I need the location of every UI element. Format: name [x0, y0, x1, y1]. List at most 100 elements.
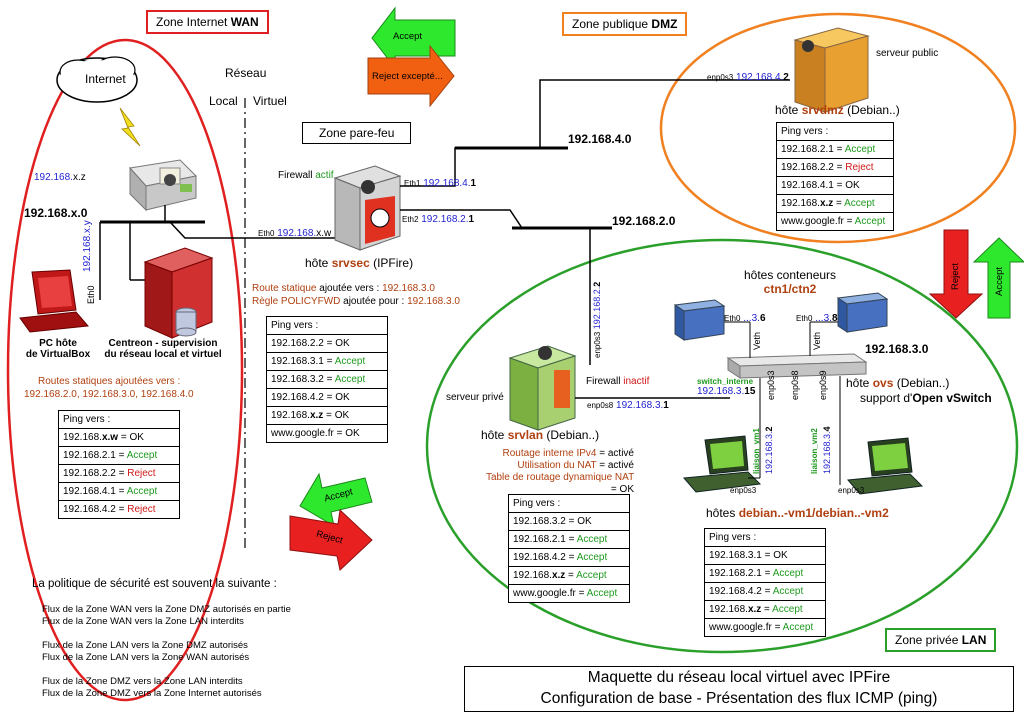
- lan-network-2-label: 192.168.2.0: [612, 214, 676, 228]
- vm2-ip: 192.168.3.4: [822, 426, 832, 474]
- ping-row: 192.168.x.z = Accept: [508, 566, 630, 585]
- wan-zone-name: WAN: [230, 15, 259, 29]
- ping-row: 192.168.2.1 = Accept: [776, 140, 894, 159]
- caption-line-2: Configuration de base - Présentation des…: [540, 690, 938, 707]
- container-ctn1-icon: [673, 299, 726, 341]
- srvlan-server-icon: [508, 345, 577, 431]
- box-modem-icon: [129, 159, 198, 212]
- reseau-local: Local: [209, 94, 238, 108]
- ping-cell: 192.168.3.2 = Accept: [266, 370, 388, 389]
- reject-arrow-right-label: Reject: [950, 263, 961, 290]
- ping-cell: 192.168.2.1 = Accept: [58, 446, 180, 465]
- caption-line-1: Maquette du réseau local virtuel avec IP…: [587, 669, 891, 686]
- firewall-host-label: hôte srvsec (IPFire): [305, 256, 414, 270]
- policy-title: La politique de sécurité est souvent la …: [32, 578, 277, 590]
- dmz-server-icon: [793, 27, 870, 113]
- policy-line: Flux de la Zone LAN vers la Zone DMZ aut…: [42, 640, 248, 651]
- caption-box: Maquette du réseau local virtuel avec IP…: [464, 666, 1014, 712]
- ping-cell: 192.168.4.2 = Reject: [58, 500, 180, 519]
- srvlan-server-label: serveur privé: [446, 392, 504, 403]
- lan-network-3-label: 192.168.3.0: [865, 342, 929, 356]
- pc-ip-label: 192.168.x.y: [82, 220, 93, 272]
- ping-row: 192.168.4.1 = Accept: [58, 482, 180, 501]
- lan-zone-ellipse: [425, 238, 1019, 654]
- ping-cell: 192.168.2.1 = Accept: [704, 564, 826, 583]
- ping-table-title: Ping vers :: [58, 410, 180, 429]
- dmz-zone-name: DMZ: [651, 17, 678, 31]
- ping-cell: 192.168.x.z = Accept: [508, 566, 630, 585]
- firewall-server-icon: [333, 165, 402, 251]
- ping-cell: 192.168.3.1 = Accept: [266, 352, 388, 371]
- accept-arrow-right: [972, 237, 1024, 319]
- ping-cell: 192.168.2.2 = OK: [266, 334, 388, 353]
- reseau-virtuel: Virtuel: [253, 94, 287, 108]
- ovs-port-enp0s9: enp0s9: [818, 370, 828, 400]
- ping-cell: 192.168.x.z = Accept: [704, 600, 826, 619]
- ping-cell: www.google.fr = OK: [266, 424, 388, 443]
- accept-arrow-bottom: [299, 472, 373, 528]
- ping-cell: 192.168.x.w = OK: [58, 428, 180, 447]
- ping-cell: 192.168.4.1 = OK: [776, 176, 894, 195]
- ovs-support-label: support d'Open vSwitch: [860, 391, 992, 405]
- lan-zone-name: LAN: [961, 633, 987, 647]
- ping-row: 192.168.2.2 = Reject: [776, 158, 894, 177]
- ctn1-eth-ip: Eth0 ...3.6: [724, 313, 766, 324]
- ping-row: 192.168.3.1 = Accept: [266, 352, 388, 371]
- vm2-laptop-icon: [846, 437, 924, 495]
- ctn2-eth-ip: Eth0 ...3.8: [796, 313, 838, 324]
- centreon-server-icon: [143, 247, 214, 339]
- ping-row: 192.168.2.1 = Accept: [704, 564, 826, 583]
- ping-row: 192.168.3.2 = Accept: [266, 370, 388, 389]
- firewall-eth0: Eth0 192.168.x.w: [258, 228, 332, 239]
- srvlan-firewall-status: Firewall inactif: [586, 376, 650, 387]
- ping-row: www.google.fr = Accept: [704, 618, 826, 637]
- box-ip: 192.168.x.z: [34, 172, 86, 183]
- ping-cell: 192.168.4.2 = Accept: [704, 582, 826, 601]
- ping-row: 192.168.3.2 = OK: [508, 512, 630, 531]
- ping-row: www.google.fr = Accept: [776, 212, 894, 231]
- vm2-link-ip: liaison_vm2: [810, 428, 819, 474]
- ping-row: 192.168.x.z = OK: [266, 406, 388, 425]
- ping-cell: 192.168.4.2 = Accept: [508, 548, 630, 567]
- ping-cell: 192.168.2.1 = Accept: [508, 530, 630, 549]
- ping-row: 192.168.4.2 = OK: [266, 388, 388, 407]
- ping-row: 192.168.2.2 = OK: [266, 334, 388, 353]
- accept-arrow-top-label: Accept: [393, 31, 423, 42]
- ping-row: 192.168.2.1 = Accept: [58, 446, 180, 465]
- firewall-eth2: Eth2 192.168.2.1: [402, 214, 475, 225]
- veth-2-label: Veth: [812, 331, 822, 350]
- policy-line: Flux de la Zone WAN vers la Zone DMZ aut…: [42, 604, 291, 615]
- switch-ip: 192.168.3.15: [697, 386, 756, 397]
- ping-row: www.google.fr = OK: [266, 424, 388, 443]
- ping-row: 192.168.x.z = Accept: [704, 600, 826, 619]
- wan-zone-title: Zone Internet WAN: [146, 10, 269, 34]
- ovs-host-label: hôte ovs (Debian..): [846, 376, 950, 390]
- ping-table-title: Ping vers :: [704, 528, 826, 547]
- ping-row: 192.168.4.2 = Reject: [58, 500, 180, 519]
- dmz-zone-title: Zone publique DMZ: [562, 12, 688, 36]
- ping-cell: 192.168.x.z = OK: [266, 406, 388, 425]
- veth-1-label: Veth: [752, 331, 762, 350]
- srvlan-host-label: hôte srvlan (Debian..): [481, 428, 600, 442]
- ovs-port-enp0s8: enp0s8: [790, 370, 800, 400]
- switch-label: switch_interne: [697, 377, 754, 386]
- wan-routes-title: Routes statiques ajoutées vers :: [38, 376, 181, 387]
- wan-zone-ellipse: [6, 38, 244, 702]
- ping-cell: 192.168.3.2 = OK: [508, 512, 630, 531]
- container-ctn2-icon: [836, 292, 889, 333]
- lan-zone-title: Zone privée LAN: [885, 628, 997, 652]
- ping-cell: www.google.fr = Accept: [704, 618, 826, 637]
- reject-except-label: Reject excepté...: [372, 71, 443, 82]
- ovs-switch-icon: [726, 353, 868, 379]
- srvlan-if8-ip: enp0s8 192.168.3.1: [587, 400, 669, 411]
- ping-cell: 192.168.4.1 = Accept: [58, 482, 180, 501]
- vms-host-label: hôtes debian..-vm1/debian..-vm2: [706, 506, 889, 520]
- ping-cell: www.google.fr = Accept: [508, 584, 630, 603]
- ping-row: 192.168.x.w = OK: [58, 428, 180, 447]
